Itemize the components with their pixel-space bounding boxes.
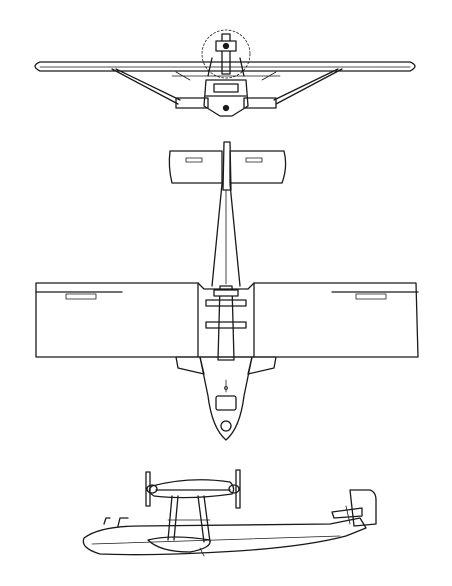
top-view bbox=[35, 141, 419, 441]
side-hull bbox=[82, 517, 367, 556]
side-wing bbox=[148, 479, 235, 499]
top-left-sponson bbox=[175, 356, 205, 375]
front-left-strut bbox=[111, 68, 179, 105]
top-bow-hatch bbox=[220, 420, 232, 432]
front-view bbox=[34, 29, 416, 117]
top-hull bbox=[199, 356, 253, 441]
side-front-propeller bbox=[145, 471, 151, 507]
front-hull bbox=[203, 79, 249, 117]
side-view bbox=[82, 469, 377, 557]
front-wing bbox=[34, 61, 416, 72]
side-vertical-tail bbox=[349, 489, 377, 527]
front-right-strut bbox=[275, 68, 343, 105]
side-tailplane bbox=[331, 507, 363, 519]
side-strut-rear bbox=[197, 495, 205, 543]
side-sponson bbox=[147, 536, 211, 553]
top-engine-nacelle bbox=[217, 285, 235, 361]
front-propeller-disc bbox=[201, 29, 251, 79]
top-cockpit bbox=[215, 395, 237, 411]
side-strut-front bbox=[167, 495, 173, 541]
top-rear-fuselage bbox=[211, 183, 241, 287]
side-rear-propeller bbox=[235, 469, 241, 509]
front-propeller-blade bbox=[221, 33, 231, 75]
front-left-sponson bbox=[175, 97, 209, 109]
top-right-sponson bbox=[247, 356, 277, 375]
side-cockpit bbox=[103, 517, 129, 527]
top-horizontal-tail bbox=[168, 150, 223, 184]
front-right-sponson bbox=[243, 97, 277, 109]
